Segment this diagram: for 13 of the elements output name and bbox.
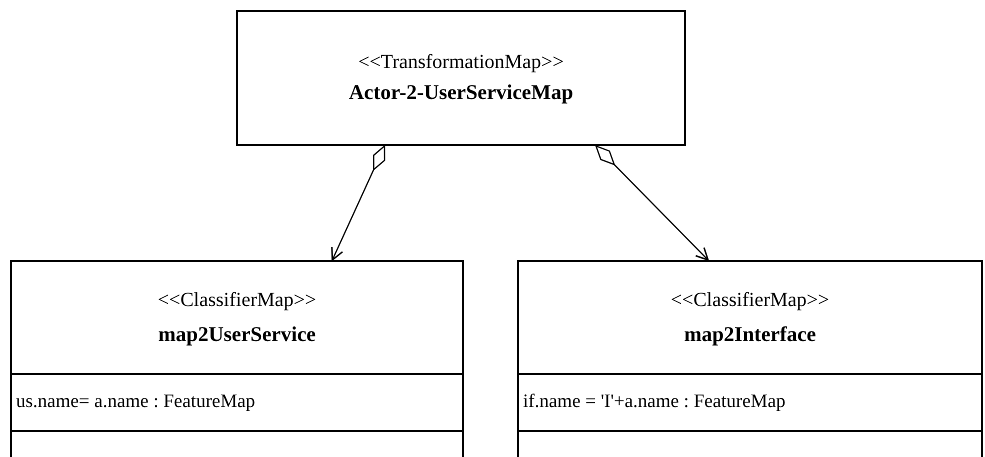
class-name: map2UserService bbox=[158, 320, 316, 348]
attribute-text: if.name = 'I'+a.name : FeatureMap bbox=[523, 390, 786, 414]
stereotype-text: <<ClassifierMap>> bbox=[670, 288, 830, 313]
stereotype-text: <<TransformationMap>> bbox=[358, 50, 564, 76]
class-box bbox=[517, 260, 983, 457]
class-name: Actor-2-UserServiceMap bbox=[348, 79, 574, 106]
attribute-text: us.name= a.name : FeatureMap bbox=[16, 390, 256, 414]
class-name: map2Interface bbox=[684, 320, 816, 348]
aggregation-arrow bbox=[595, 145, 709, 261]
aggregation-arrow bbox=[331, 145, 386, 261]
class-box bbox=[236, 10, 686, 146]
class-box bbox=[10, 260, 464, 457]
stereotype-text: <<ClassifierMap>> bbox=[158, 288, 316, 313]
